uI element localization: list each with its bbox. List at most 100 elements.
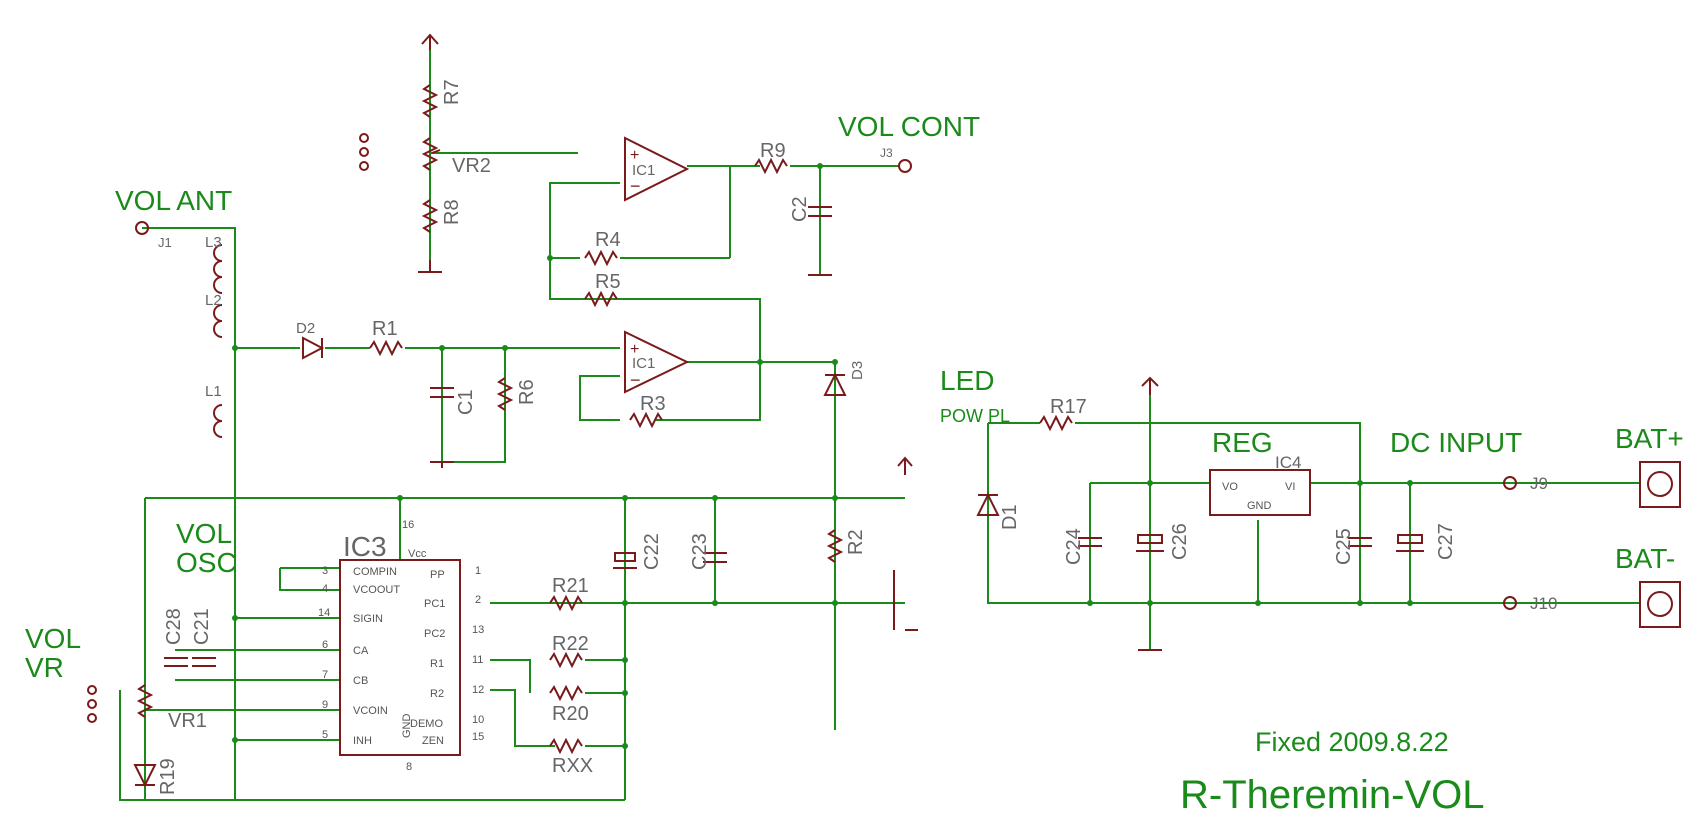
ic3-pin-numbers: 3 4 14 6 7 9 5 1 2 13 11 12 10 15 16 8 bbox=[318, 519, 484, 773]
pin-number: 11 bbox=[472, 654, 483, 666]
components: + − + − bbox=[87, 33, 1681, 788]
vol-cont-label: VOL CONT bbox=[838, 111, 980, 142]
pin-number: 13 bbox=[472, 624, 484, 636]
title-label: R-Theremin-VOL bbox=[1180, 773, 1485, 817]
ic3-pin-cb: CB bbox=[353, 675, 368, 687]
bat-plus-label: BAT+ bbox=[1615, 423, 1684, 454]
ic4-pin-vo: VO bbox=[1222, 481, 1238, 493]
ic4-pin-labels: VO VI GND bbox=[1222, 481, 1295, 512]
d3-label: D3 bbox=[849, 361, 866, 380]
pin-number: 10 bbox=[472, 714, 484, 726]
r22-label: R22 bbox=[552, 633, 589, 655]
pin-number: 3 bbox=[322, 565, 328, 577]
r3-label: R3 bbox=[640, 393, 666, 415]
dc-input-label: DC INPUT bbox=[1390, 427, 1522, 458]
r1-label: R1 bbox=[372, 318, 398, 340]
j9-label: J9 bbox=[1530, 474, 1548, 493]
ic3-pin-labels: COMPIN VCOOUT SIGIN CA CB VCOIN INH Vcc … bbox=[353, 548, 445, 747]
pin-number: 15 bbox=[472, 731, 484, 743]
led-label: LED bbox=[940, 365, 994, 396]
pin-number: 12 bbox=[472, 684, 484, 696]
part-designators: R7 R8 VR2 IC1 IC1 R9 J3 C2 R4 R5 J1 L3 L… bbox=[157, 79, 1557, 795]
reg-label: REG bbox=[1212, 427, 1273, 458]
j3-label: J3 bbox=[880, 146, 893, 160]
l3-label: L3 bbox=[205, 234, 222, 251]
ic3-label: IC3 bbox=[343, 531, 387, 562]
ic3-pin-r1: R1 bbox=[430, 658, 444, 670]
c1-label: C1 bbox=[455, 389, 477, 415]
ic4-pin-gnd: GND bbox=[1247, 500, 1272, 512]
svg-text:−: − bbox=[630, 176, 641, 196]
c27-label: C27 bbox=[1435, 523, 1457, 560]
vr2-label: VR2 bbox=[452, 155, 491, 177]
c22-label: C22 bbox=[641, 533, 663, 570]
j1-label: J1 bbox=[158, 235, 172, 250]
pin-number: 16 bbox=[402, 519, 414, 531]
r17-label: R17 bbox=[1050, 396, 1087, 418]
d2-label: D2 bbox=[296, 320, 315, 337]
l2-label: L2 bbox=[205, 292, 222, 309]
pin-number: 2 bbox=[475, 594, 481, 606]
ic4-pin-vi: VI bbox=[1285, 481, 1295, 493]
ic4-label: IC4 bbox=[1275, 453, 1301, 472]
r7-label: R7 bbox=[441, 79, 463, 105]
ic3-pin-vcoin: VCOIN bbox=[353, 705, 388, 717]
r5-label: R5 bbox=[595, 271, 621, 293]
ic3-pin-vcc: Vcc bbox=[408, 548, 427, 560]
r9-label: R9 bbox=[760, 140, 786, 162]
fixed-date-label: Fixed 2009.8.22 bbox=[1255, 727, 1449, 757]
r19-label: R19 bbox=[157, 758, 179, 795]
pin-number: 1 bbox=[475, 565, 481, 577]
vr1-label: VR1 bbox=[168, 710, 207, 732]
c24-label: C24 bbox=[1063, 528, 1085, 565]
pin-number: 4 bbox=[322, 583, 328, 595]
ic3-pin-sigin: SIGIN bbox=[353, 613, 383, 625]
vol-osc-label-1: VOL bbox=[176, 518, 232, 549]
c28-label: C28 bbox=[163, 608, 185, 645]
r20-label: R20 bbox=[552, 703, 589, 725]
vol-ant-label: VOL ANT bbox=[115, 185, 232, 216]
ic3-pin-pc1: PC1 bbox=[424, 598, 445, 610]
junction-dots bbox=[232, 163, 1413, 749]
pin-number: 8 bbox=[406, 761, 412, 773]
d1-label: D1 bbox=[999, 504, 1021, 530]
r2-label: R2 bbox=[845, 529, 867, 555]
ic3-pin-r2: R2 bbox=[430, 688, 444, 700]
r4-label: R4 bbox=[595, 229, 621, 251]
net-labels: VOL ANT VOL CONT VOL OSC VOL VR LED POW … bbox=[25, 111, 1684, 817]
ic3-pin-gnd: GND bbox=[401, 714, 413, 739]
r21-label: R21 bbox=[552, 575, 589, 597]
l1-label: L1 bbox=[205, 383, 222, 400]
c2-label: C2 bbox=[789, 196, 811, 222]
pow-pl-label: POW PL bbox=[940, 406, 1010, 426]
ic3-pin-inh: INH bbox=[353, 735, 372, 747]
c21-label: C21 bbox=[191, 608, 213, 645]
svg-text:+: + bbox=[630, 147, 639, 164]
ic3-pin-zen: ZEN bbox=[422, 735, 444, 747]
bat-minus-label: BAT- bbox=[1615, 543, 1675, 574]
ic3-pin-pp: PP bbox=[430, 569, 445, 581]
pin-number: 9 bbox=[322, 699, 328, 711]
r8-label: R8 bbox=[441, 199, 463, 225]
ic3-pin-pc2: PC2 bbox=[424, 628, 445, 640]
svg-text:−: − bbox=[630, 370, 641, 390]
r6-label: R6 bbox=[516, 379, 538, 405]
vol-vr-label-1: VOL bbox=[25, 623, 81, 654]
vol-osc-label-2: OSC bbox=[176, 547, 237, 578]
svg-text:+: + bbox=[630, 341, 639, 358]
pin-number: 5 bbox=[322, 729, 328, 741]
ic3-pin-vcoout: VCOOUT bbox=[353, 584, 400, 596]
ic3-pin-compin: COMPIN bbox=[353, 566, 397, 578]
vol-vr-label-2: VR bbox=[25, 652, 64, 683]
c25-label: C25 bbox=[1333, 528, 1355, 565]
ic3-pin-demo: DEMO bbox=[410, 718, 443, 730]
pin-number: 6 bbox=[322, 639, 328, 651]
ic1a-label: IC1 bbox=[632, 162, 655, 179]
c23-label: C23 bbox=[689, 533, 711, 570]
j10-label: J10 bbox=[1530, 594, 1557, 613]
c26-label: C26 bbox=[1169, 523, 1191, 560]
pin-number: 14 bbox=[318, 607, 330, 619]
pin-number: 7 bbox=[322, 669, 328, 681]
wires bbox=[119, 35, 1640, 801]
